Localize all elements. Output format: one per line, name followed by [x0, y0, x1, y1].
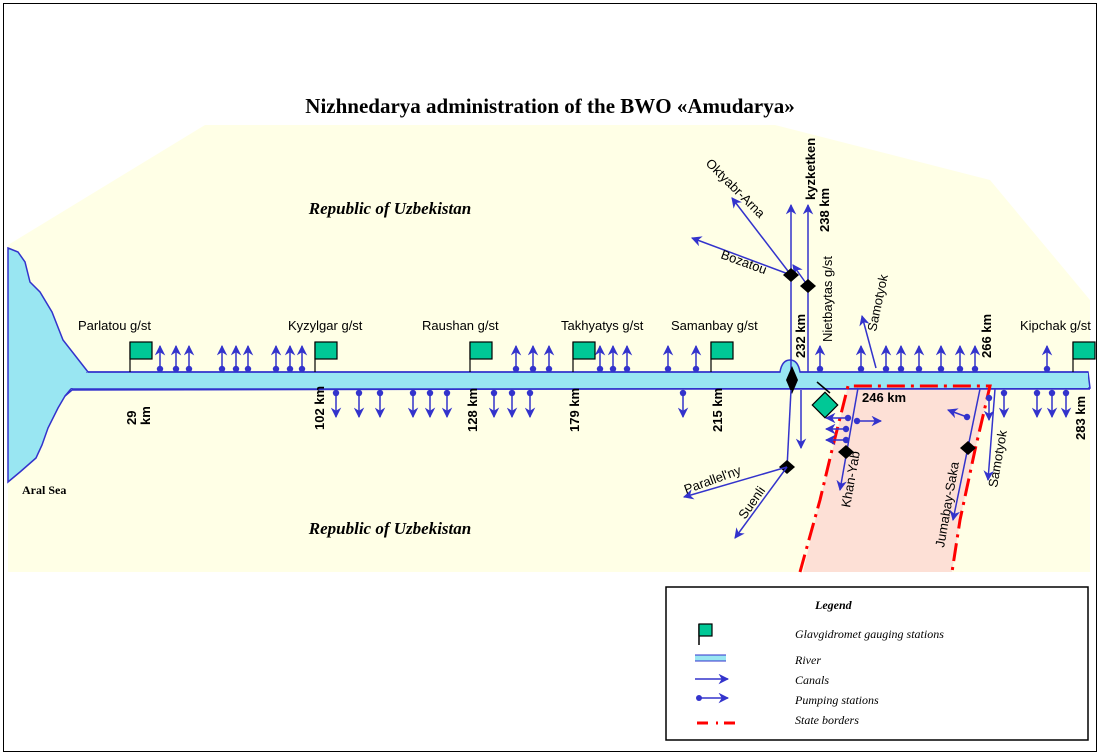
- km-label: 179 km: [567, 388, 582, 432]
- canal-bozatou: [691, 236, 792, 276]
- gauging-station-flag-icon: [811, 391, 839, 419]
- pumping-station-icon: [1033, 389, 1041, 397]
- pumping-station-icon: [897, 365, 905, 373]
- pumping-station-icon: [218, 365, 226, 373]
- km-label: 238 km: [817, 188, 832, 232]
- km-label: 266 km: [979, 314, 994, 358]
- pumping-station-icon: [1000, 389, 1008, 397]
- pumping-station-icon: [232, 365, 240, 373]
- regulator-icon: [838, 445, 854, 459]
- canal-label-kyzketken: kyzketken: [803, 138, 818, 200]
- pumping-station-icon: [545, 365, 553, 373]
- map-title: Nizhnedarya administration of the BWO «A…: [305, 94, 794, 118]
- pumping-station-arrow: [947, 408, 968, 419]
- pumping-station-icon: [529, 365, 537, 373]
- station-label: Takhyatys g/st: [561, 318, 644, 333]
- pumping-station-icon: [332, 389, 340, 397]
- km-unit: km: [138, 406, 153, 425]
- river-icon: [695, 654, 726, 662]
- pumping-station-icon: [298, 365, 306, 373]
- pumping-station-icon: [596, 365, 604, 373]
- region-label-north: Republic of Uzbekistan: [308, 199, 471, 218]
- canal-label-nietbaytas: Nietbaytas g/st: [820, 256, 835, 342]
- pumping-station-icon: [490, 389, 498, 397]
- canal-suenli: [734, 466, 788, 539]
- km-label: 246 km: [862, 390, 906, 405]
- pumping-station-icon: [816, 365, 824, 373]
- regulator-icon: [960, 441, 976, 455]
- pumping-station-icon: [172, 365, 180, 373]
- station-label: Parlatou g/st: [78, 318, 151, 333]
- gauging-station-flag-icon: [1072, 341, 1096, 360]
- state-border: [798, 384, 992, 573]
- pumping-station-icon: [857, 365, 865, 373]
- pumping-station-icon: [156, 365, 164, 373]
- map-frame: [3, 3, 1097, 752]
- gauging-station-flag-icon: [129, 341, 153, 360]
- station-label: Samanbay g/st: [671, 318, 758, 333]
- pumping-station-icon: [526, 389, 534, 397]
- pumping-station-icon: [692, 365, 700, 373]
- pumping-station-icon: [355, 389, 363, 397]
- km-label: 29km: [124, 406, 153, 425]
- gauging-station-flag-icon: [572, 341, 596, 360]
- legend-label: River: [794, 653, 821, 667]
- canal-parallelny: [682, 466, 788, 500]
- pumping-station-icon: [376, 389, 384, 397]
- pumping-station-icon: [426, 389, 434, 397]
- pumping-station-icon: [696, 692, 730, 704]
- station-label: Raushan g/st: [422, 318, 499, 333]
- canal-jumabay-saka: [949, 388, 981, 522]
- legend-label: Pumping stations: [794, 693, 879, 707]
- canal-samotyok-north: [859, 314, 877, 369]
- legend: Legend Glavgidromet gauging stations Riv…: [665, 586, 1089, 741]
- km-label: 215 km: [710, 388, 725, 432]
- km-label: 128 km: [465, 388, 480, 432]
- legend-title: Legend: [814, 598, 853, 612]
- pumping-station-icon: [272, 365, 280, 373]
- pumping-station-icon: [623, 365, 631, 373]
- aral-sea-label: Aral Sea: [22, 483, 66, 497]
- pumping-station-icon: [937, 365, 945, 373]
- pumping-station-icon: [1043, 365, 1051, 373]
- canal-oktyabr-arna: [731, 197, 792, 276]
- legend-label: Canals: [795, 673, 829, 687]
- canal-line: [786, 389, 792, 469]
- regulator-icon: [783, 268, 799, 282]
- dam-icon: [786, 366, 798, 394]
- pumping-station-icon: [971, 365, 979, 373]
- pumping-station-icon: [185, 365, 193, 373]
- pumping-station-icon: [244, 365, 252, 373]
- pumping-station-icon: [985, 394, 993, 402]
- pumping-station-icon: [956, 365, 964, 373]
- canal-samotyok-south: [983, 388, 996, 482]
- aral-sea: [7, 246, 89, 484]
- gauging-station-flag-icon: [469, 341, 493, 360]
- pumping-station-icon: [1048, 389, 1056, 397]
- km-label: 232 km: [793, 314, 808, 358]
- pumping-station-icon: [512, 365, 520, 373]
- pumping-station-icon: [882, 365, 890, 373]
- station-label: Kipchak g/st: [1020, 318, 1091, 333]
- gauging-station-flag-icon: [710, 341, 734, 360]
- pumping-station-icon: [915, 365, 923, 373]
- legend-label: State borders: [795, 713, 859, 727]
- pumping-station-icon: [409, 389, 417, 397]
- pumping-station-icon: [286, 365, 294, 373]
- legend-label: Glavgidromet gauging stations: [795, 627, 944, 641]
- pumping-station-icon: [443, 389, 451, 397]
- regulator-icon: [800, 279, 816, 293]
- km-label: 102 km: [312, 386, 327, 430]
- flag-pole: [816, 381, 831, 394]
- station-label: Kyzylgar g/st: [288, 318, 363, 333]
- region-label-south: Republic of Uzbekistan: [308, 519, 471, 538]
- km-label: 283 km: [1073, 396, 1088, 440]
- pumping-station-icon: [508, 389, 516, 397]
- pumping-station-icon: [1062, 389, 1070, 397]
- gauging-station-flag-icon: [314, 341, 338, 360]
- flag-icon: [698, 623, 713, 645]
- pumping-station-icon: [679, 389, 687, 397]
- pumping-station-icon: [609, 365, 617, 373]
- pumping-station-icon: [664, 365, 672, 373]
